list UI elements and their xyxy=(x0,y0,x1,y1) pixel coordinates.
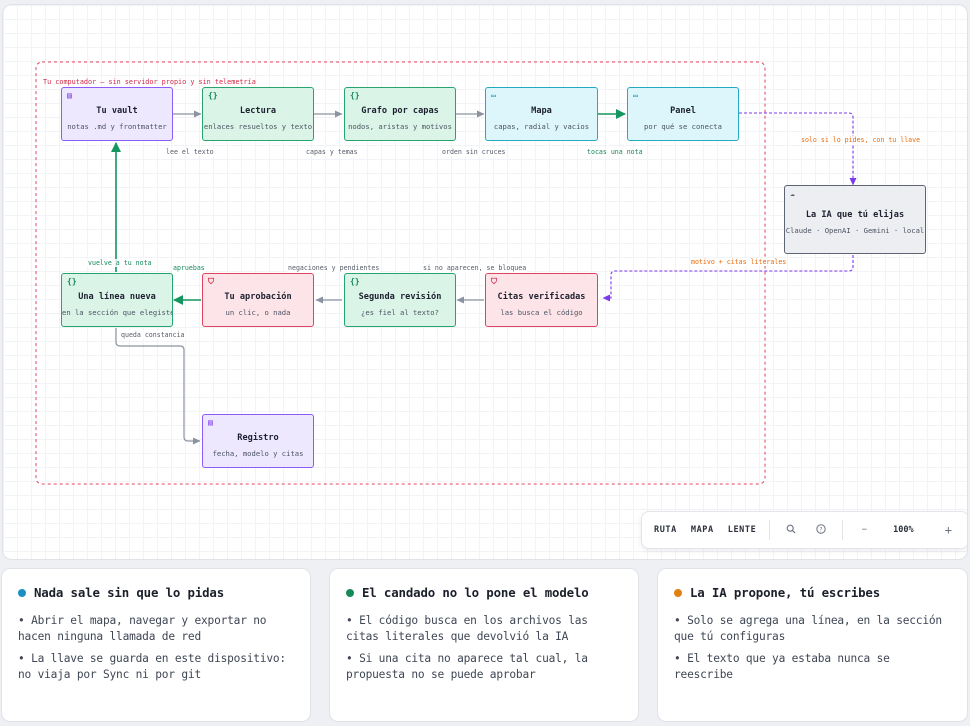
edge-label-lee: lee el texto xyxy=(165,148,215,156)
node-title: Grafo por capas xyxy=(361,106,439,116)
svg-text:?: ? xyxy=(820,526,823,533)
local-region xyxy=(35,61,766,485)
edge-label-orden: orden sin cruces xyxy=(441,148,507,156)
shield-icon: ⛉ xyxy=(491,277,497,286)
ruta-button[interactable]: RUTA xyxy=(654,525,677,535)
status-dot xyxy=(346,588,354,597)
window-icon: ▭ xyxy=(491,91,496,100)
code-braces-icon: {} xyxy=(67,277,77,286)
zoom-in-button[interactable]: + xyxy=(944,523,952,537)
node-title: Segunda revisión xyxy=(358,292,442,302)
node-revision[interactable]: {} Segunda revisión ¿es fiel al texto? xyxy=(344,273,456,327)
zoom-level: 100% xyxy=(893,525,914,535)
node-subtitle: un clic, o nada xyxy=(225,308,291,317)
edge-label-motivo: motivo + citas literales xyxy=(690,258,788,266)
card-heading: La IA propone, tú escribes xyxy=(674,585,955,600)
edge-label-apruebas: apruebas xyxy=(172,264,206,272)
card-heading: Nada sale sin que lo pidas xyxy=(18,585,298,600)
card-title: La IA propone, tú escribes xyxy=(690,585,881,600)
card-bullet: • Solo se agrega una línea, en la secció… xyxy=(674,614,942,643)
card-title: El candado no lo pone el modelo xyxy=(362,585,589,600)
node-title: Mapa xyxy=(531,106,552,116)
edge-ia-citas xyxy=(602,255,854,302)
code-braces-icon: {} xyxy=(350,91,360,100)
window-icon: ▭ xyxy=(633,91,638,100)
node-lectura[interactable]: {} Lectura enlaces resueltos y texto xyxy=(202,87,314,141)
status-dot xyxy=(674,588,682,597)
code-braces-icon: {} xyxy=(350,277,360,286)
info-card-write: La IA propone, tú escribes • Solo se agr… xyxy=(657,568,968,722)
edge-label-negaciones: negaciones y pendientes xyxy=(287,264,381,272)
card-heading: El candado no lo pone el modelo xyxy=(346,585,626,600)
node-subtitle: las busca el código xyxy=(500,308,583,317)
edge-panel-ia xyxy=(739,112,857,186)
edge-label-no-aparecen: si no aparecen, se bloquea xyxy=(422,264,528,272)
node-subtitle: capas, radial y vacíos xyxy=(493,122,590,131)
node-panel[interactable]: ▭ Panel por qué se conecta xyxy=(627,87,739,141)
node-title: Tu vault xyxy=(96,106,138,116)
node-aprobacion[interactable]: ⛉ Tu aprobación un clic, o nada xyxy=(202,273,314,327)
diagram-canvas[interactable]: Tu computador — sin servidor propio y si… xyxy=(2,4,968,560)
card-bullet: • El código busca en los archivos las ci… xyxy=(346,614,588,643)
mapa-button[interactable]: MAPA xyxy=(690,525,714,535)
status-dot xyxy=(18,588,26,597)
node-registro[interactable]: ▤ Registro fecha, modelo y citas xyxy=(202,414,314,468)
node-title: Tu aprobación xyxy=(224,292,292,302)
card-bullet: • La llave se guarda en este dispositivo… xyxy=(18,652,286,681)
info-card-privacy: Nada sale sin que lo pidas • Abrir el ma… xyxy=(1,568,311,722)
node-ia[interactable]: ☁ La IA que tú elijas Claude · OpenAI · … xyxy=(784,185,926,254)
node-grafo[interactable]: {} Grafo por capas nodos, aristas y moti… xyxy=(344,87,456,141)
node-subtitle: Claude · OpenAI · Gemini · local xyxy=(785,226,925,235)
node-title: Registro xyxy=(237,433,279,443)
node-subtitle: fecha, modelo y citas xyxy=(212,449,304,458)
node-subtitle: ¿es fiel al texto? xyxy=(361,308,439,317)
shield-icon: ⛉ xyxy=(208,277,214,286)
code-braces-icon: {} xyxy=(208,91,218,100)
map-toolbar: RUTA MAPA LENTE ? − 100% + xyxy=(641,511,967,549)
search-icon[interactable] xyxy=(776,524,806,537)
node-mapa[interactable]: ▭ Mapa capas, radial y vacíos xyxy=(485,87,598,141)
node-linea[interactable]: {} Una línea nueva en la sección que ele… xyxy=(61,273,173,327)
node-subtitle: nodos, aristas y motivos xyxy=(348,122,452,131)
card-bullet: • El texto que ya estaba nunca se reescr… xyxy=(674,652,890,681)
node-title: Una línea nueva xyxy=(78,292,156,302)
card-title: Nada sale sin que lo pidas xyxy=(34,585,225,600)
cloud-icon: ☁ xyxy=(790,189,795,198)
toolbar-divider xyxy=(842,520,844,540)
node-subtitle: enlaces resueltos y texto xyxy=(203,122,313,131)
node-vault[interactable]: ▤ Tu vault notas .md y frontmatter xyxy=(61,87,173,141)
card-bullet: • Abrir el mapa, navegar y exportar no h… xyxy=(18,614,267,643)
region-label: Tu computador — sin servidor propio y si… xyxy=(43,78,256,86)
database-icon: ▤ xyxy=(67,91,72,100)
edge-label-constancia: queda constancia xyxy=(120,331,186,339)
node-subtitle: notas .md y frontmatter xyxy=(67,122,167,131)
toolbar-divider xyxy=(769,520,771,540)
edge-label-capas: capas y temas xyxy=(305,148,359,156)
node-citas[interactable]: ⛉ Citas verificadas las busca el código xyxy=(485,273,598,327)
node-title: Lectura xyxy=(239,106,277,116)
database-icon: ▤ xyxy=(208,418,213,427)
lente-button[interactable]: LENTE xyxy=(727,525,757,535)
info-card-lock: El candado no lo pone el modelo • El cód… xyxy=(329,568,639,722)
edge-linea-registro xyxy=(115,328,201,445)
zoom-out-button[interactable]: − xyxy=(861,525,868,535)
node-title: Panel xyxy=(670,106,696,116)
node-title: Citas verificadas xyxy=(497,292,586,302)
edge-label-vuelve: vuelve a tu nota xyxy=(87,259,153,267)
node-subtitle: en la sección que elegiste xyxy=(62,308,173,317)
node-title: La IA que tú elijas xyxy=(805,210,905,220)
node-subtitle: por qué se conecta xyxy=(644,122,722,131)
edge-label-tocas: tocas una nota xyxy=(586,148,644,156)
edge-label-pides: solo si lo pides, con tu llave xyxy=(800,136,922,144)
help-icon[interactable]: ? xyxy=(806,523,836,537)
card-bullet: • Si una cita no aparece tal cual, la pr… xyxy=(346,652,588,681)
flow-diagram xyxy=(35,61,857,485)
